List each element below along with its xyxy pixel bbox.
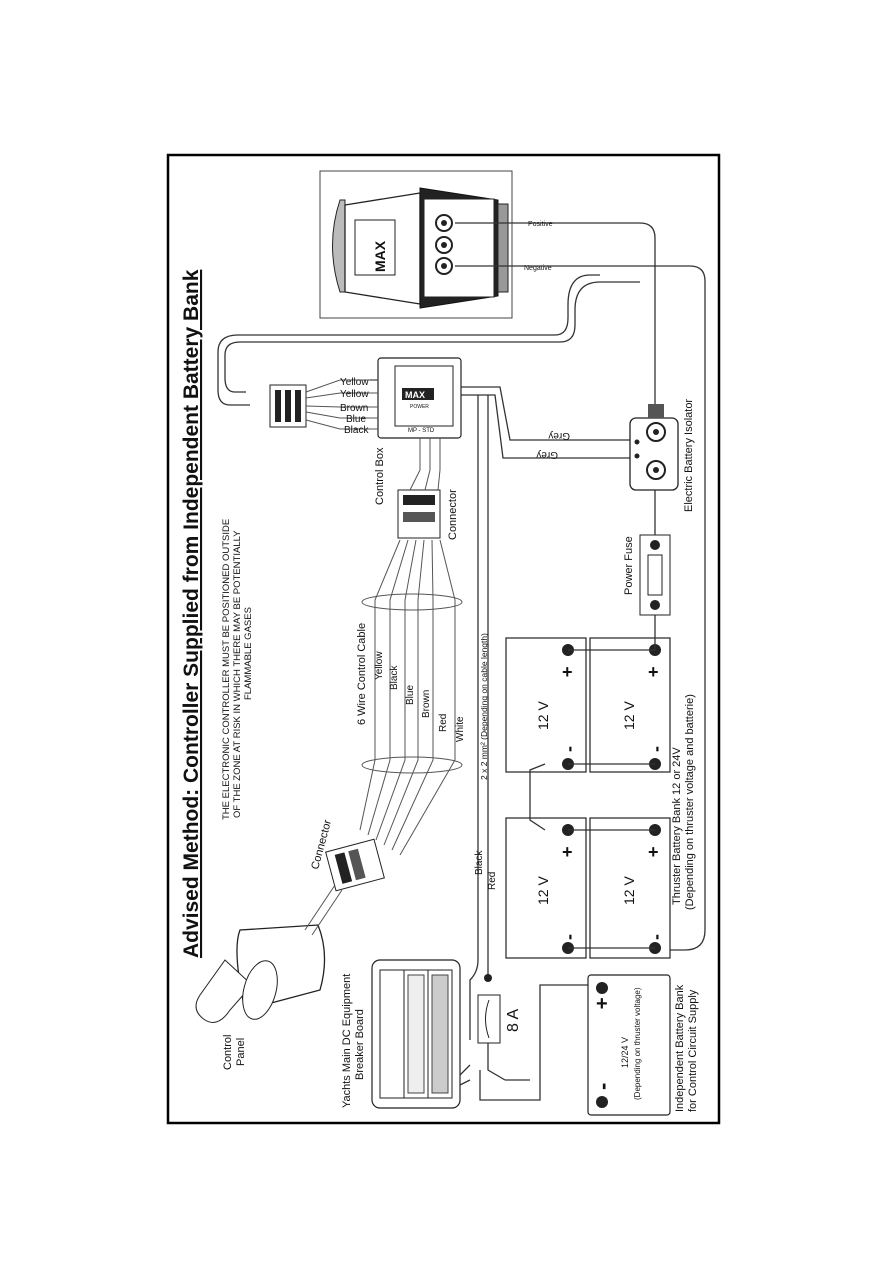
battery-isolator [629,404,679,491]
battery-plus-1: + [562,662,573,682]
battery-plus-3: + [562,842,573,862]
black-wire-label: Black [474,850,485,875]
power-fuse [639,490,671,650]
cable-color-yellow: Yellow [374,651,385,680]
motor-logo-text: MAX [372,240,388,272]
battery-minus-4: - [646,934,666,940]
cable-color-brown: Brown [421,690,432,718]
bottom-connector [325,838,385,892]
control-box-connector [269,379,378,430]
warning-line-1: THE ELECTRONIC CONTROLLER MUST BE POSITI… [221,519,232,820]
connector-top-label: Connector [447,489,459,540]
fuse-8a [477,974,501,1044]
battery-v-3: 12 V [535,876,551,905]
top-connector [397,438,441,539]
grey-label-1: Grey [548,430,570,441]
control-panel-label-2: Panel [235,1038,247,1066]
cable-length-label: 2 x 2 mm² (Depending on cable length) [479,633,489,780]
breaker-label-2: Breaker Board [354,1009,366,1080]
thruster-motor: MAX [319,170,513,319]
thruster-batteries [505,637,671,959]
warning-line-3: FLAMMABLE GASES [243,607,254,700]
battery-minus-1: - [559,746,579,752]
cable-color-blue: Blue [405,685,416,705]
negative-label: Negative [524,265,552,272]
fuse-8a-label: 8 A [505,1009,522,1032]
diagram-frame [166,153,721,1125]
thruster-bank-label-2: (Depending on thruster voltage and batte… [684,694,696,910]
positive-label: Positive [528,221,553,228]
battery-v-2: 12 V [621,701,637,730]
connector-color-yellow-1: Yellow [340,377,369,388]
battery-minus-2: - [646,746,666,752]
battery-plus-4: + [648,842,659,862]
isolator-label: Electric Battery Isolator [683,399,695,512]
breaker-board [371,959,461,1109]
control-panel [195,884,343,1023]
ind-battery-voltage: 12/24 V [620,1037,630,1068]
connector-color-blue: Blue [346,414,366,425]
battery-v-4: 12 V [621,876,637,905]
connector-color-brown: Brown [340,403,368,414]
connector-color-yellow-2: Yellow [340,389,369,400]
ind-battery-label-2: for Control Circuit Supply [687,989,699,1112]
diagram-title: Advised Method: Controller Supplied from… [180,269,203,958]
battery-v-1: 12 V [535,701,551,730]
ind-battery-minus: - [590,1083,615,1090]
ind-battery-note: (Depending on thruster voltage) [633,987,642,1100]
cable-color-black: Black [389,665,400,690]
control-box-logo: MAX [405,390,425,400]
cable-color-red: Red [438,714,449,732]
ind-battery-plus: + [596,993,608,1015]
cable-color-white: White [455,716,466,742]
control-panel-label-1: Control [222,1035,234,1070]
connector-color-black: Black [344,425,369,436]
ind-battery-label-1: Independent Battery Bank [674,984,686,1112]
cable-label: 6 Wire Control Cable [356,623,368,725]
control-box: MAX POWER MP - STD [377,357,462,439]
independent-battery [587,974,671,1116]
thruster-bank-label-1: Thruster Battery Bank 12 or 24V [671,747,683,905]
battery-minus-3: - [559,934,579,940]
red-wire-label: Red [487,872,498,890]
control-box-model: MP - STD [408,428,435,434]
warning-line-2: OF THE ZONE AT RISK IN WHICH THERE MAY B… [232,530,243,818]
breaker-label-1: Yachts Main DC Equipment [341,974,353,1108]
battery-plus-2: + [648,662,659,682]
power-fuse-label: Power Fuse [623,536,635,595]
grey-label-2: Grey [536,449,558,460]
control-box-label: Control Box [374,447,386,505]
control-box-logo-sub: POWER [410,404,429,410]
